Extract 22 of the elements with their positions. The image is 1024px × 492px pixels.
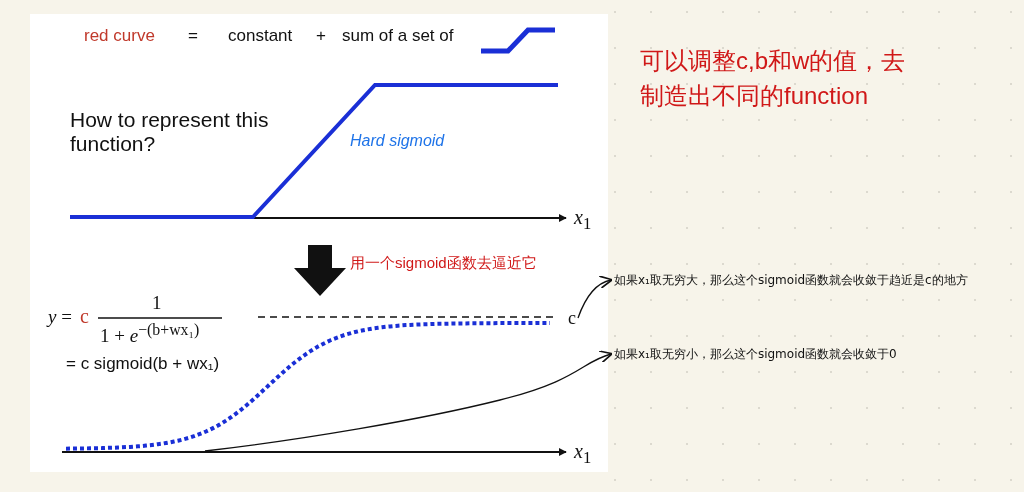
formula-term: 1: [152, 292, 162, 314]
handwritten-annotation: 如果x₁取无穷小，那么这个sigmoid函数就会收敛于0: [614, 346, 914, 363]
sigmoid-curve: [65, 321, 550, 451]
handwritten-note: Hard sigmoid: [350, 132, 445, 151]
leader-line: [577, 276, 613, 319]
question-text: How to represent this function?: [70, 108, 270, 157]
formula-term: 1 + e$^{−(b+wx₁)}$: [100, 321, 200, 348]
handwritten-formula: = c sigmoid(b + wx₁): [66, 354, 220, 374]
plus-sign: +: [316, 26, 326, 46]
axis-label: x$_{1}$: [574, 206, 592, 234]
leader-line: [204, 350, 613, 452]
axis-label: x$_{1}$: [574, 440, 592, 468]
formula-term: constant: [228, 26, 293, 46]
formula-term: sum of a set of: [342, 26, 454, 46]
formula-term: c: [80, 305, 89, 328]
equals-sign: =: [188, 26, 198, 46]
handwritten-note: 用一个sigmoid函数去逼近它: [350, 254, 537, 272]
formula-term: y =: [48, 306, 72, 328]
handwritten-annotation: 如果x₁取无穷大，那么这个sigmoid函数就会收敛于趋近是c的地方: [614, 272, 1004, 289]
curve-label: c: [568, 306, 576, 331]
formula-term: red curve: [84, 26, 155, 46]
handwritten-note: 可以调整c,b和w的值，去制造出不同的function: [640, 46, 907, 111]
